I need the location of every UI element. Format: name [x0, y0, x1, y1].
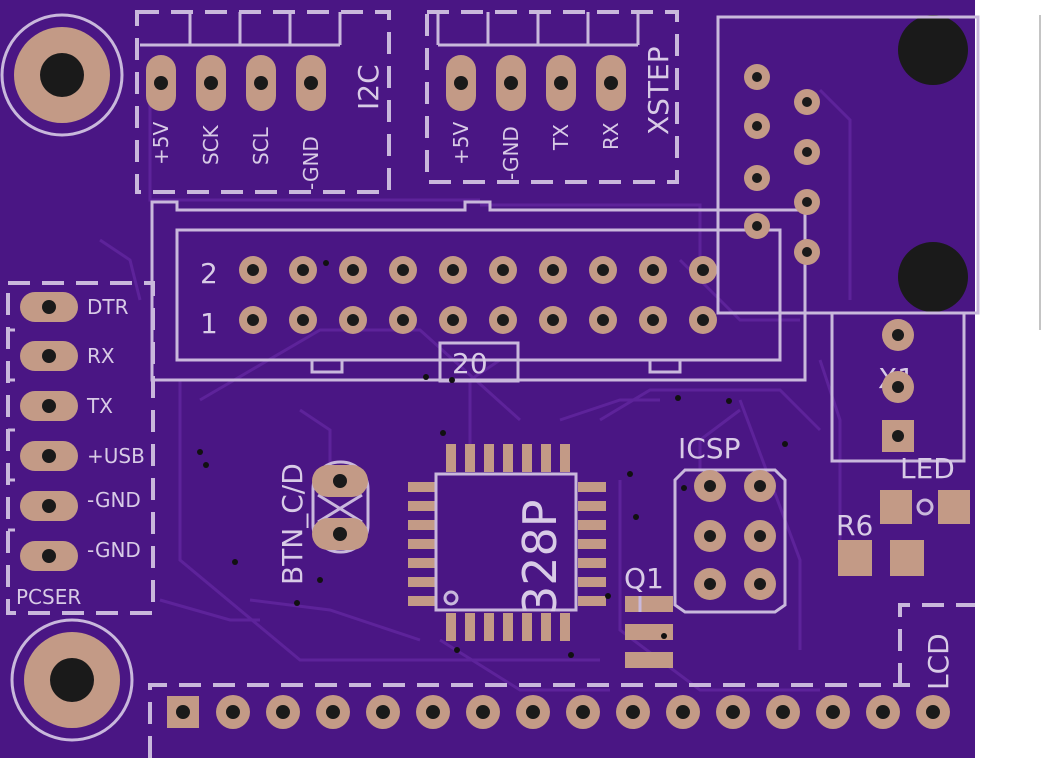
i2c-pads — [146, 55, 326, 111]
chip-328p: 328P — [408, 444, 606, 641]
icsp-label: ICSP — [678, 432, 740, 465]
xstep-header: +5V -GND TX RX XSTEP — [425, 10, 679, 184]
copper-traces — [99, 80, 852, 692]
box-header-20: 20 2 1 — [150, 200, 807, 383]
xstep-title: XSTEP — [642, 46, 675, 135]
lcd-label: LCD — [922, 633, 955, 690]
button-label: BTN_C/D — [276, 463, 309, 585]
pcser-pin-label-1: DTR — [87, 295, 129, 319]
xstep-pin-label-2: -GND — [499, 126, 523, 180]
icsp-header: ICSP — [673, 432, 787, 614]
i2c-title: I2C — [352, 64, 385, 110]
i2c-header: +5V SCK SCL -GND I2C — [135, 10, 391, 194]
i2c-pin-label-2: SCK — [199, 124, 223, 165]
r6-resistor: R6 — [836, 509, 924, 576]
lcd-pads — [167, 695, 950, 729]
xstep-pin-label-4: RX — [599, 122, 623, 150]
mounting-hole-top-left — [0, 13, 124, 137]
mounting-hole-mid-right — [898, 242, 968, 312]
r6-label: R6 — [836, 509, 873, 542]
chip-label: 328P — [513, 499, 567, 615]
lcd-header: LCD — [148, 603, 975, 758]
pcser-pin-label-2: RX — [87, 344, 115, 368]
xstep-pads — [446, 55, 626, 111]
led-indicator: LED — [880, 452, 970, 524]
header-pads-row1 — [239, 306, 717, 334]
q1-label: Q1 — [624, 562, 664, 595]
mounting-hole-bottom-left — [10, 618, 134, 742]
pcser-pin-label-3: TX — [86, 394, 113, 418]
pcser-title: PCSER — [16, 585, 81, 609]
pcser-pin-label-5: -GND — [87, 488, 141, 512]
header-row-2: 2 — [200, 257, 218, 290]
i2c-pin-label-1: +5V — [149, 122, 173, 165]
led-label: LED — [900, 452, 955, 485]
x1-component: X1 — [830, 311, 966, 463]
button-cd: BTN_C/D — [276, 460, 370, 585]
header-pads-row2 — [239, 256, 717, 284]
pcser-header: DTR RX TX +USB -GND -GND PCSER — [6, 281, 155, 615]
mounting-hole-top-right — [898, 15, 968, 85]
vias — [197, 260, 788, 658]
header-row-1: 1 — [200, 307, 218, 340]
pcser-pin-label-6: -GND — [87, 538, 141, 562]
pcser-pads — [20, 292, 78, 571]
i2c-pin-label-4: -GND — [299, 136, 323, 190]
header-count: 20 — [452, 347, 488, 380]
xstep-pin-label-3: TX — [549, 124, 573, 151]
pcser-pin-label-4: +USB — [87, 444, 145, 468]
i2c-pin-label-3: SCL — [249, 126, 273, 165]
xstep-pin-label-1: +5V — [449, 122, 473, 165]
